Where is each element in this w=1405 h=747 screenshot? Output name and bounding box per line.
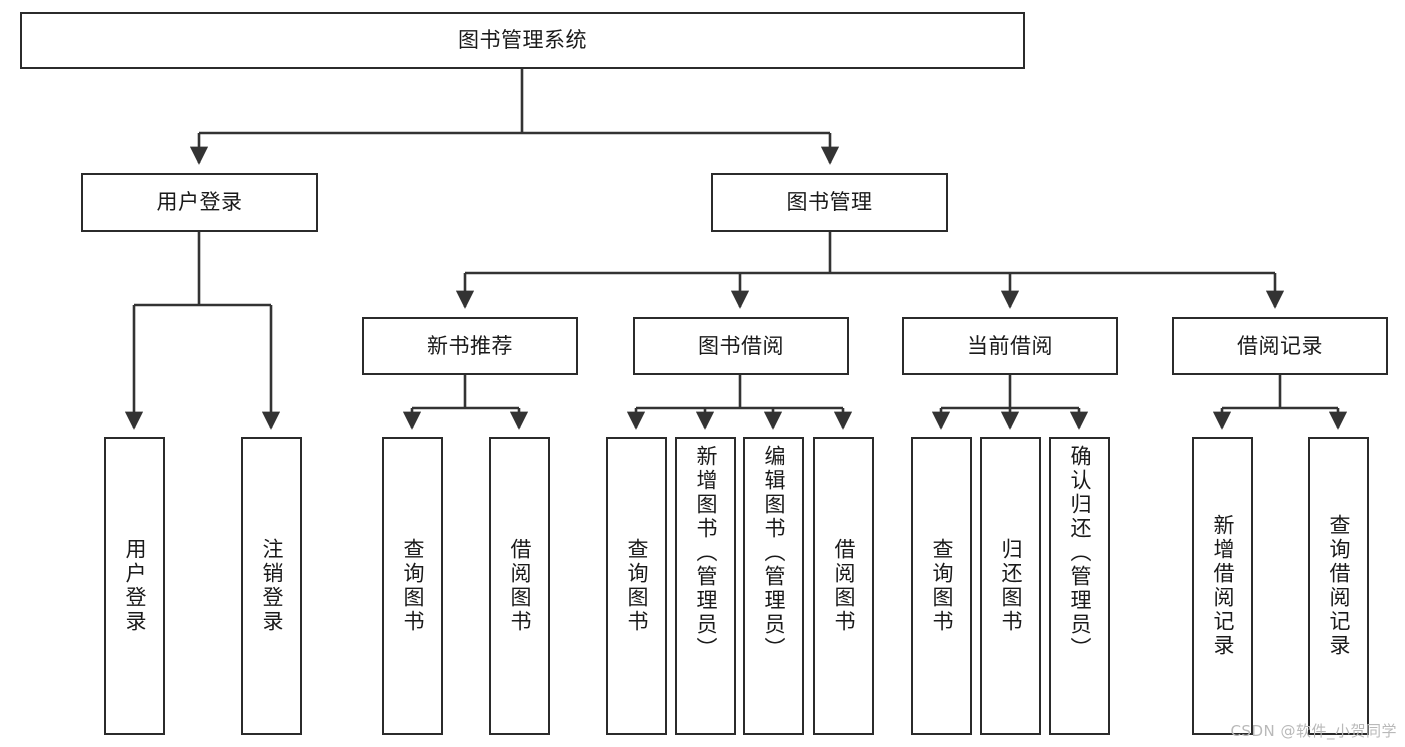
node-book-management[interactable]: 图书管理 bbox=[711, 173, 948, 232]
leaf-user-login-do[interactable]: 用户登录 bbox=[104, 437, 165, 735]
leaf-recommend-borrow-book[interactable]: 借阅图书 bbox=[489, 437, 550, 735]
node-new-book-recommend[interactable]: 新书推荐 bbox=[362, 317, 578, 375]
node-label: 用户登录 bbox=[123, 538, 147, 634]
csdn-watermark: CSDN @软件_小贺同学 bbox=[1230, 722, 1397, 740]
node-book-borrow[interactable]: 图书借阅 bbox=[633, 317, 849, 375]
node-label: 借阅图书 bbox=[508, 538, 532, 634]
node-label: 归还图书 bbox=[999, 538, 1023, 634]
node-label: 查询图书 bbox=[401, 538, 425, 634]
node-label: 图书借阅 bbox=[698, 333, 784, 358]
leaf-current-query-book[interactable]: 查询图书 bbox=[911, 437, 972, 735]
node-label: 用户登录 bbox=[156, 190, 243, 215]
leaf-borrow-borrow-book[interactable]: 借阅图书 bbox=[813, 437, 874, 735]
node-label: 图书管理 bbox=[786, 190, 873, 215]
node-current-borrow[interactable]: 当前借阅 bbox=[902, 317, 1118, 375]
leaf-borrow-query-book[interactable]: 查询图书 bbox=[606, 437, 667, 735]
leaf-borrow-edit-book-admin[interactable]: 编辑图书（管理员） bbox=[743, 437, 804, 735]
node-label: 图书管理系统 bbox=[458, 28, 587, 53]
node-label: 新增借阅记录 bbox=[1211, 514, 1235, 658]
node-label: 当前借阅 bbox=[967, 333, 1053, 358]
node-label: 编辑图书（管理员） bbox=[762, 445, 786, 661]
leaf-user-logout[interactable]: 注销登录 bbox=[241, 437, 302, 735]
node-user-login[interactable]: 用户登录 bbox=[81, 173, 318, 232]
node-label: 查询借阅记录 bbox=[1327, 514, 1351, 658]
node-label: 新增图书（管理员） bbox=[694, 445, 718, 661]
node-label: 借阅记录 bbox=[1237, 333, 1323, 358]
node-label: 借阅图书 bbox=[832, 538, 856, 634]
node-root-system[interactable]: 图书管理系统 bbox=[20, 12, 1025, 69]
node-label: 确认归还（管理员） bbox=[1068, 445, 1092, 661]
leaf-borrow-add-book-admin[interactable]: 新增图书（管理员） bbox=[675, 437, 736, 735]
leaf-record-query-record[interactable]: 查询借阅记录 bbox=[1308, 437, 1369, 735]
node-label: 查询图书 bbox=[625, 538, 649, 634]
leaf-record-add-record[interactable]: 新增借阅记录 bbox=[1192, 437, 1253, 735]
node-borrow-record[interactable]: 借阅记录 bbox=[1172, 317, 1388, 375]
leaf-current-confirm-return-admin[interactable]: 确认归还（管理员） bbox=[1049, 437, 1110, 735]
node-label: 新书推荐 bbox=[427, 333, 513, 358]
leaf-recommend-query-book[interactable]: 查询图书 bbox=[382, 437, 443, 735]
node-label: 查询图书 bbox=[930, 538, 954, 634]
node-label: 注销登录 bbox=[260, 538, 284, 634]
leaf-current-return-book[interactable]: 归还图书 bbox=[980, 437, 1041, 735]
